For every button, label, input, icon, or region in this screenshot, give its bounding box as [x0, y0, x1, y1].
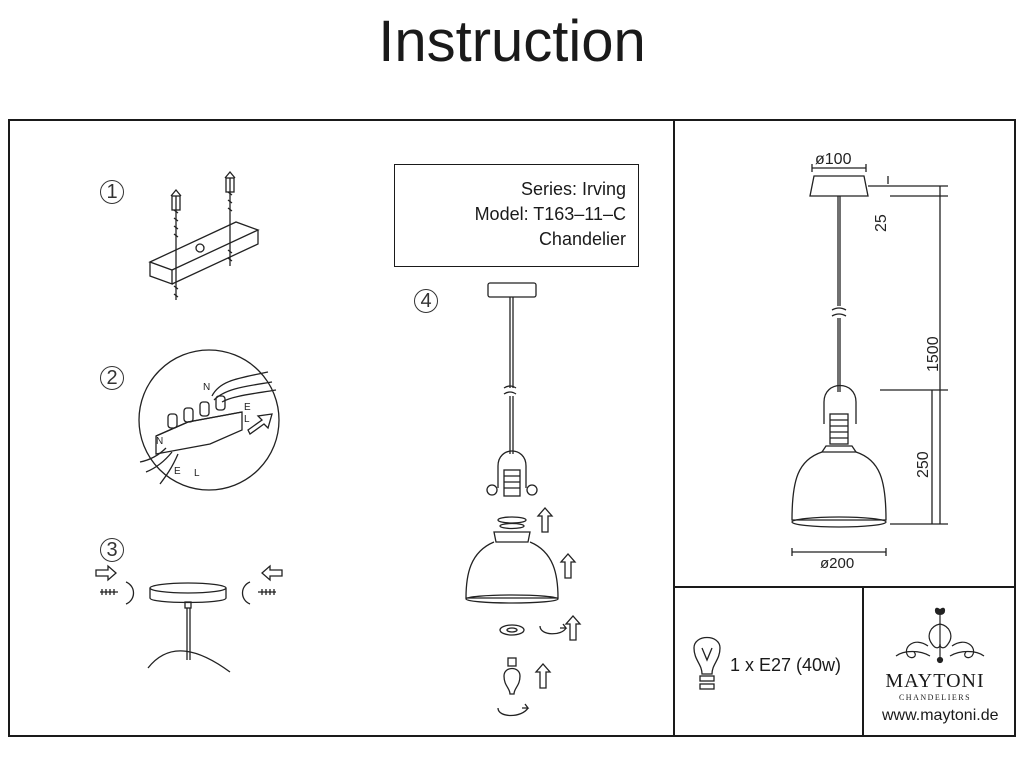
model-label: Model: T163–11–C [474, 204, 626, 224]
wire-label-l-top: L [244, 414, 250, 425]
divider-vertical-bottom [862, 586, 864, 737]
divider-horizontal-right [673, 586, 1016, 588]
dim-total-height: 1500 [925, 336, 942, 372]
instruction-frame [8, 119, 1016, 737]
step-number-3: 3 [100, 538, 124, 562]
bulb-icon [693, 636, 721, 690]
brand-name: MAYTONI [885, 670, 985, 692]
exploded-pendant-drawing [465, 282, 582, 717]
series-label: Series: Irving [520, 179, 626, 199]
brand-subtitle: CHANDELIERS [898, 693, 972, 702]
canopy-mounting-drawing [95, 564, 283, 673]
wiring-connection-drawing [138, 349, 280, 491]
website-link[interactable]: www.maytoni.de [882, 707, 999, 724]
dim-canopy-diameter: ø100 [815, 151, 852, 168]
wire-label-l-bottom: L [194, 468, 200, 479]
wire-label-n-bottom: N [156, 436, 163, 447]
product-info-box: Series: Irving Model: T163–11–C Chandeli… [394, 164, 639, 267]
dim-shade-height: 250 [915, 451, 932, 478]
divider-vertical-main [673, 119, 675, 737]
brand-logo-ornament [895, 607, 985, 664]
dim-canopy-height: 25 [873, 214, 890, 232]
step-number-1: 1 [100, 180, 124, 204]
page-title: Instruction [378, 9, 646, 74]
dim-shade-diameter: ø200 [820, 555, 854, 572]
wire-label-e-top: E [244, 402, 251, 413]
mounting-bracket-drawing [148, 170, 260, 300]
bulb-spec-label: 1 x E27 (40w) [730, 655, 842, 675]
wire-label-e-bottom: E [174, 466, 181, 477]
wire-label-n-top: N [203, 382, 210, 393]
step-number-2: 2 [100, 366, 124, 390]
product-type-label: Chandelier [538, 229, 626, 249]
step-number-4: 4 [414, 289, 438, 313]
dimension-drawing [791, 164, 948, 556]
